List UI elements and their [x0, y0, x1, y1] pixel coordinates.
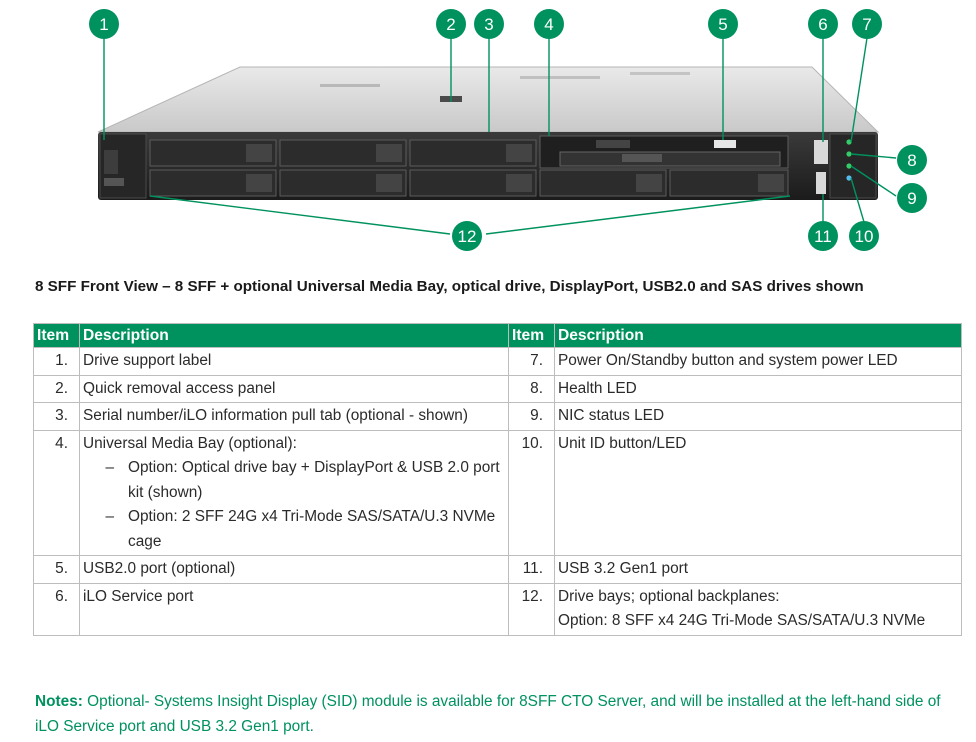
callout-6: 6: [808, 9, 838, 39]
quick-removal-access-panel: [97, 66, 880, 133]
dash-bullet: –: [105, 508, 114, 525]
callout-5: 5: [708, 9, 738, 39]
table-row: 1. Drive support label 7. Power On/Stand…: [33, 347, 962, 376]
sub-option-text: Option: 2 SFF 24G x4 Tri-Mode SAS/SATA/U…: [128, 508, 496, 550]
svg-text:2: 2: [446, 15, 455, 34]
item-description: Power On/Standby button and system power…: [554, 347, 962, 376]
universal-media-bay: [539, 135, 789, 169]
item-number: 2.: [33, 374, 80, 403]
item-description: NIC status LED: [554, 402, 962, 431]
notes-label: Notes:: [35, 693, 83, 710]
svg-text:5: 5: [718, 15, 727, 34]
header-description-left: Description: [79, 323, 509, 348]
dash-bullet: –: [105, 459, 114, 476]
item-number: 11.: [508, 555, 555, 584]
sub-option: – Option: Optical drive bay + DisplayPor…: [83, 456, 505, 505]
health-led-icon: [846, 151, 852, 157]
sub-option-text: Option: Optical drive bay + DisplayPort …: [128, 459, 500, 501]
svg-text:11: 11: [814, 227, 832, 246]
item-description: USB 3.2 Gen1 port: [554, 555, 962, 584]
svg-text:10: 10: [855, 227, 874, 246]
callout-4: 4: [534, 9, 564, 39]
callout-10: 10: [849, 221, 879, 251]
callout-1: 1: [89, 9, 119, 39]
item-description: Health LED: [554, 374, 962, 403]
item-description: Drive bays; optional backplanes: Option:…: [554, 582, 962, 636]
table-row: 4. Universal Media Bay (optional): – Opt…: [33, 429, 962, 556]
item-description: iLO Service port: [79, 582, 509, 636]
sub-option: – Option: 2 SFF 24G x4 Tri-Mode SAS/SATA…: [83, 505, 505, 554]
svg-text:12: 12: [458, 227, 477, 246]
power-led-icon: [846, 139, 852, 145]
usb-3-2-port: [816, 172, 826, 194]
item-description: Quick removal access panel: [79, 374, 509, 403]
header-item-left: Item: [33, 323, 80, 348]
svg-text:1: 1: [99, 15, 108, 34]
item-description: Unit ID button/LED: [554, 429, 962, 556]
header-item-right: Item: [508, 323, 555, 348]
item-number: 5.: [33, 555, 80, 584]
item-number: 3.: [33, 402, 80, 431]
callout-8: 8: [897, 145, 927, 175]
item-number: 12.: [508, 582, 555, 636]
item-number: 4.: [33, 429, 80, 556]
callout-2: 2: [436, 9, 466, 39]
item-number: 1.: [33, 347, 80, 376]
callout-9: 9: [897, 183, 927, 213]
callout-3: 3: [474, 9, 504, 39]
callout-7: 7: [852, 9, 882, 39]
svg-text:4: 4: [544, 15, 553, 34]
svg-text:3: 3: [484, 15, 493, 34]
table-header-row: Item Description Item Description: [33, 323, 962, 348]
item-number: 10.: [508, 429, 555, 556]
item-number: 8.: [508, 374, 555, 403]
figure-caption: 8 SFF Front View – 8 SFF + optional Univ…: [35, 278, 864, 295]
header-description-right: Description: [554, 323, 962, 348]
item-number: 7.: [508, 347, 555, 376]
callout-12: 12: [452, 221, 482, 251]
component-table: Item Description Item Description 1. Dri…: [33, 323, 962, 636]
item-number: 6.: [33, 582, 80, 636]
table-row: 3. Serial number/iLO information pull ta…: [33, 402, 962, 431]
item-description: Drive support label: [79, 347, 509, 376]
svg-text:7: 7: [862, 15, 871, 34]
svg-text:9: 9: [907, 189, 916, 208]
drive-bays: [149, 139, 789, 197]
table-row: 6. iLO Service port 12. Drive bays; opti…: [33, 582, 962, 636]
item-description: Universal Media Bay (optional): – Option…: [79, 429, 509, 556]
nic-led-icon: [846, 163, 852, 169]
ilo-service-port: [814, 140, 828, 164]
notes-paragraph: Notes: Optional- Systems Insight Display…: [35, 689, 965, 739]
item-description: USB2.0 port (optional): [79, 555, 509, 584]
table-row: 2. Quick removal access panel 8. Health …: [33, 374, 962, 403]
item-description-option: Option: 8 SFF x4 24G Tri-Mode SAS/SATA/U…: [558, 612, 926, 629]
callout-11: 11: [808, 221, 838, 251]
uid-led-icon: [846, 175, 852, 181]
notes-text: Optional- Systems Insight Display (SID) …: [35, 693, 941, 735]
item-description: Serial number/iLO information pull tab (…: [79, 402, 509, 431]
svg-text:6: 6: [818, 15, 827, 34]
item-description-text: Drive bays; optional backplanes:: [558, 587, 780, 605]
server-front-view-illustration: 1 2 3 4 5 6 7 8 9 10 11 12: [89, 9, 927, 251]
item-description-text: Universal Media Bay (optional):: [83, 434, 297, 452]
table-row: 5. USB2.0 port (optional) 11. USB 3.2 Ge…: [33, 555, 962, 584]
svg-text:8: 8: [907, 151, 916, 170]
item-number: 9.: [508, 402, 555, 431]
